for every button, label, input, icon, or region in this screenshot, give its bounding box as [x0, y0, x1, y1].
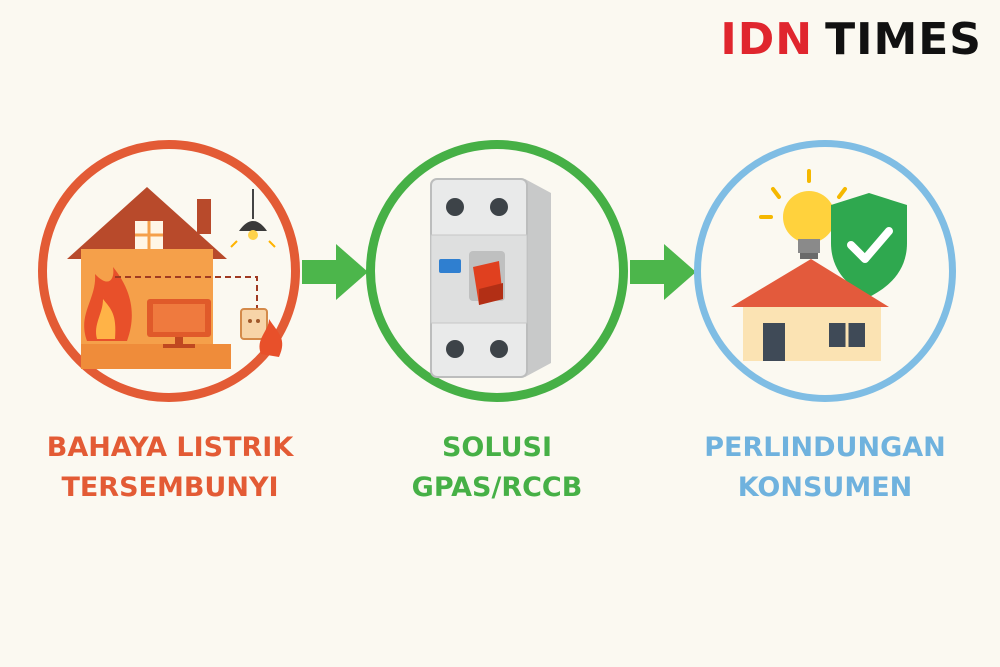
solution-label-line1: SOLUSI [441, 432, 553, 463]
arrow-right-icon [302, 244, 368, 300]
danger-label-line1: BAHAYA LISTRIK [46, 432, 294, 463]
step-label-protection: PERLINDUNGAN KONSUMEN [675, 428, 975, 508]
solution-circle [366, 140, 628, 402]
danger-label-line2: TERSEMBUNYI [61, 472, 279, 503]
step-label-danger: BAHAYA LISTRIK TERSEMBUNYI [20, 428, 320, 508]
protection-label-line1: PERLINDUNGAN [704, 432, 946, 463]
protection-circle [694, 140, 956, 402]
logo-times-text: TIMES [825, 14, 982, 65]
arrow-right-icon [630, 244, 696, 300]
safe-house-icon [731, 169, 907, 361]
protection-label-line2: KONSUMEN [737, 472, 913, 503]
step-label-solution: SOLUSI GPAS/RCCB [347, 428, 647, 508]
house-fire-icon [67, 187, 283, 369]
solution-label-line2: GPAS/RCCB [411, 472, 583, 503]
circuit-breaker-icon [430, 178, 551, 378]
danger-circle [38, 140, 300, 402]
logo-idn-text: IDN [720, 14, 814, 65]
